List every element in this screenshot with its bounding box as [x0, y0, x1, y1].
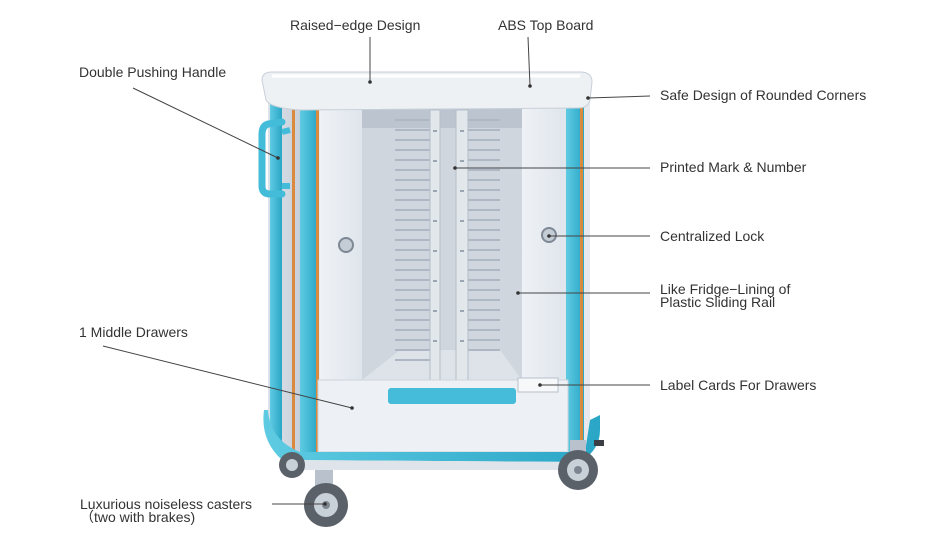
caster-rear-left [279, 452, 305, 478]
callout-raised-edge: Raised−edge Design [290, 17, 421, 33]
callout-double-pushing-handle: Double Pushing Handle [79, 64, 227, 80]
lock-left [338, 237, 354, 253]
door-right [522, 102, 566, 432]
side-trim-orange [292, 100, 295, 450]
top-board [261, 71, 593, 111]
sliding-rails [395, 119, 500, 361]
leader-safe-corners [587, 95, 651, 99]
callout-fridge-lining: Like Fridge−Lining of Plastic Sliding Ra… [660, 281, 791, 310]
callout-casters-line2: （two with brakes) [80, 509, 196, 525]
leader-abs-top [527, 36, 531, 87]
callout-middle-drawers: 1 Middle Drawers [79, 324, 188, 340]
caster-rear-right [558, 440, 598, 490]
callout-fridge-lining-line1: Like Fridge−Lining of [660, 281, 791, 297]
side-trim-cyan [270, 96, 282, 441]
leader-double-handle [132, 87, 279, 159]
callout-label-cards: Label Cards For Drawers [660, 377, 817, 393]
callout-casters: Luxurious noiseless casters （two with br… [80, 496, 252, 525]
door-left [320, 102, 362, 432]
handle-shape [258, 118, 286, 198]
callout-casters-line1: Luxurious noiseless casters [80, 496, 252, 512]
leader-middle-drawers [102, 345, 353, 409]
callout-printed-mark: Printed Mark & Number [660, 159, 807, 175]
drawer-handle [388, 388, 516, 404]
pillar-right [566, 100, 584, 455]
callout-abs-top-board: ABS Top Board [498, 17, 594, 33]
cabinet-interior [362, 108, 522, 380]
callout-safe-rounded-corners: Safe Design of Rounded Corners [660, 87, 867, 103]
pillar-left [300, 100, 318, 455]
callout-centralized-lock: Centralized Lock [660, 228, 765, 244]
callout-fridge-lining-line2: Plastic Sliding Rail [660, 294, 776, 310]
